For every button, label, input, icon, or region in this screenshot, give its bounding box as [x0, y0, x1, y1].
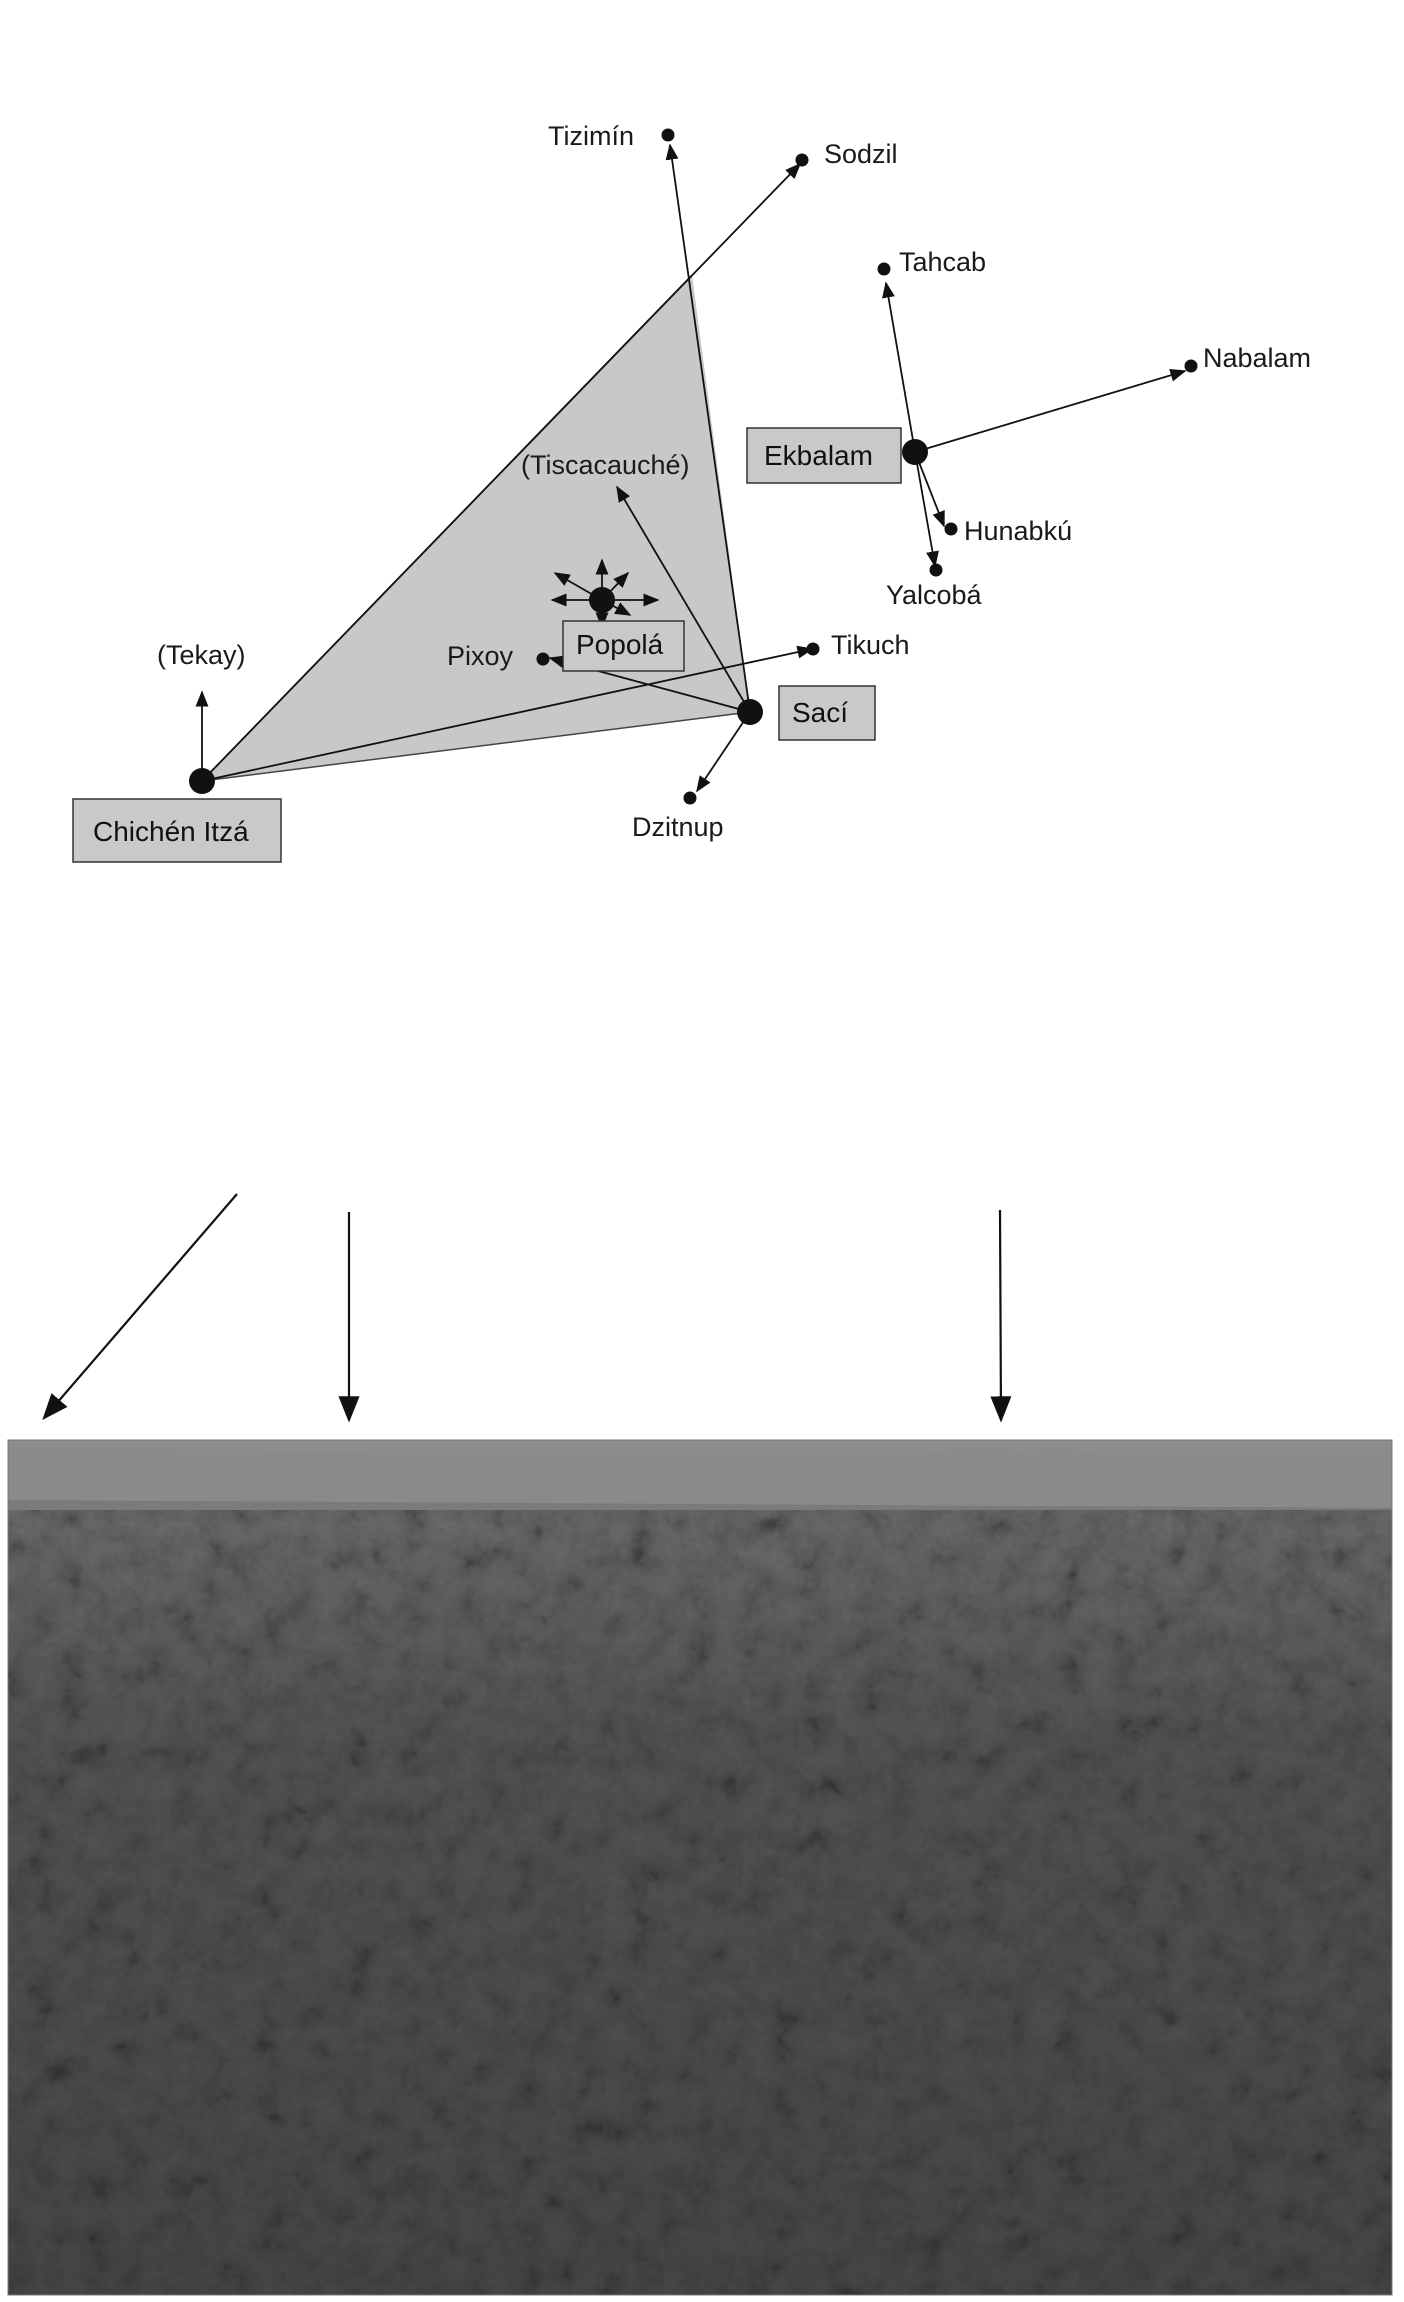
label-tiscacauche: (Tiscacauché): [521, 450, 690, 480]
label-hunabku: Hunabkú: [964, 516, 1072, 546]
arrow-to-hunabku: [914, 451, 945, 528]
arrow-to-tahcab: [882, 281, 916, 453]
dot-pixoy: [536, 652, 550, 666]
label-popola: Popolá: [576, 629, 664, 660]
box-chichen-itza: [72, 798, 282, 863]
label-saci: Sací: [792, 697, 848, 728]
box-saci: [778, 685, 876, 741]
arrow-to-nabalam: [914, 368, 1187, 453]
box-ekbalam: [746, 427, 902, 484]
forest-photograph: [8, 1440, 1392, 2295]
site-labels: Tizimín Sodzil Tahcab Nabalam (Tiscacauc…: [93, 121, 1311, 847]
connection-arrows: [195, 143, 1187, 793]
horizon: [8, 1448, 1392, 1510]
dot-ekbalam: [902, 439, 928, 465]
label-tikuch: Tikuch: [831, 630, 910, 660]
major-site-dots: [189, 439, 928, 794]
pointer-arrow-left: [42, 1193, 238, 1421]
dot-tikuch: [806, 642, 820, 656]
label-dzitnup: Dzitnup: [632, 812, 724, 842]
dot-yalcoba: [929, 563, 943, 577]
dot-hunabku: [944, 522, 958, 536]
label-tekay: (Tekay): [157, 640, 246, 670]
label-tizimin: Tizimín: [548, 121, 634, 151]
minor-site-dots: [536, 128, 1198, 805]
photo-pointer-arrows: [42, 1193, 1012, 1423]
dot-sodzil: [795, 153, 809, 167]
label-nabalam: Nabalam: [1203, 343, 1311, 373]
dot-tahcab: [877, 262, 891, 276]
pointer-arrow-right: [990, 1209, 1012, 1423]
label-yalcoba: Yalcobá: [886, 580, 983, 610]
label-sodzil: Sodzil: [824, 139, 898, 169]
dot-nabalam: [1184, 359, 1198, 373]
box-popola: [562, 620, 685, 672]
label-pixoy: Pixoy: [447, 641, 514, 671]
arrow-to-yalcoba: [914, 451, 939, 568]
major-site-boxes: [72, 427, 902, 863]
arrow-to-sodzil: [201, 162, 802, 782]
label-tahcab: Tahcab: [899, 247, 986, 277]
label-ekbalam: Ekbalam: [764, 440, 873, 471]
arrow-to-dzitnup: [696, 711, 751, 793]
label-chichen-itza: Chichén Itzá: [93, 816, 249, 847]
dot-popola: [589, 587, 615, 613]
dot-saci: [737, 699, 763, 725]
triangle-region: [201, 274, 751, 782]
dot-dzitnup: [683, 791, 697, 805]
arrow-to-tikuch: [201, 645, 814, 782]
dot-chichen-itza: [189, 768, 215, 794]
arrow-to-tiscacauche: [616, 485, 751, 713]
arrow-to-tizimin: [665, 143, 751, 713]
dot-tizimin: [661, 128, 675, 142]
